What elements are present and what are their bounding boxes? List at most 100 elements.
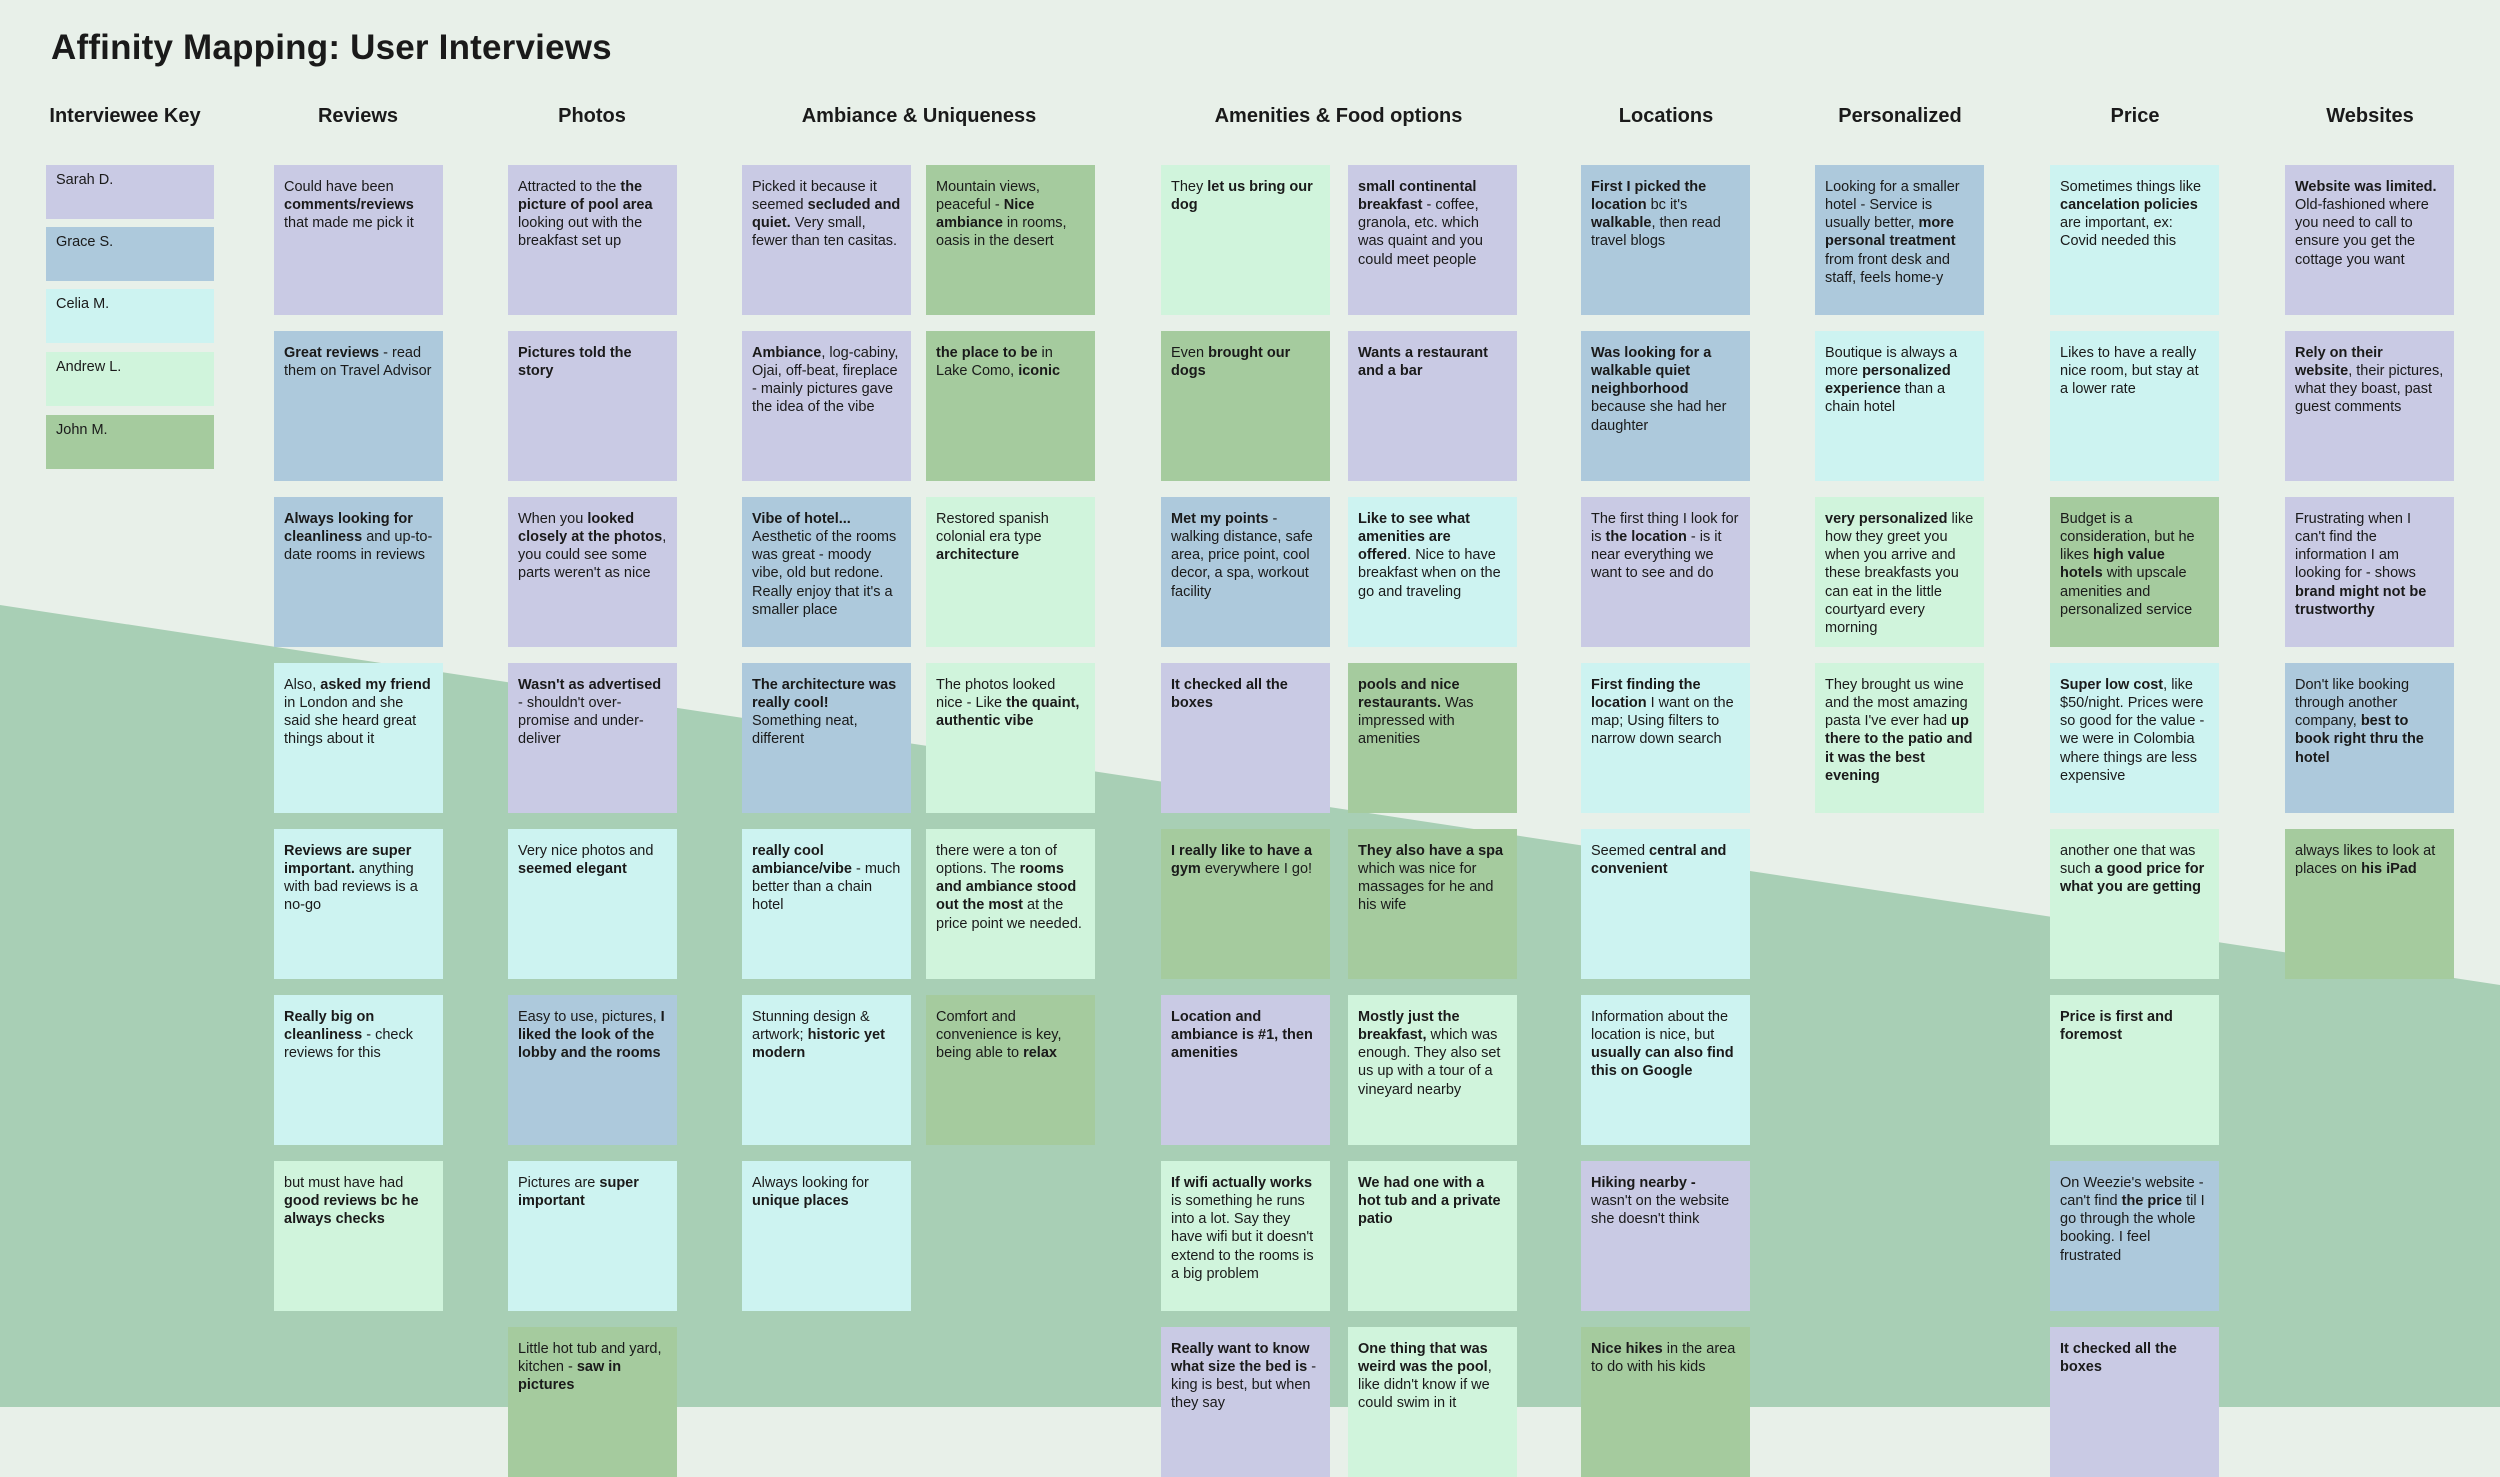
sticky-note-websites[interactable]: Don't like booking through another compa… [2285, 663, 2454, 813]
sticky-note-reviews[interactable]: Always looking for cleanliness and up-to… [274, 497, 443, 647]
sticky-note-ambiance[interactable]: there were a ton of options. The rooms a… [926, 829, 1095, 979]
sticky-note-reviews[interactable]: but must have had good reviews bc he alw… [274, 1161, 443, 1311]
sticky-note-photos[interactable]: Very nice photos and seemed elegant [508, 829, 677, 979]
note-text: that made me pick it [284, 215, 414, 232]
sticky-note-reviews[interactable]: Reviews are super important. anything wi… [274, 829, 443, 979]
note-text-bold: up there to the patio and it was the bes… [1825, 713, 1973, 784]
column-header-websites: Websites [2326, 105, 2414, 127]
sticky-note-reviews[interactable]: Also, asked my friend in London and she … [274, 663, 443, 813]
sticky-note-photos[interactable]: Wasn't as advertised - shouldn't over-pr… [508, 663, 677, 813]
sticky-note-locations[interactable]: Hiking nearby - wasn't on the website sh… [1581, 1161, 1750, 1311]
sticky-note-amenities[interactable]: I really like to have a gym everywhere I… [1161, 829, 1330, 979]
sticky-note-locations[interactable]: First I picked the location bc it's walk… [1581, 165, 1750, 315]
note-text-bold: Rely on their website [2295, 345, 2383, 380]
note-text-bold: let us bring our dog [1171, 179, 1313, 214]
sticky-note-price[interactable]: Sometimes things like cancelation polici… [2050, 165, 2219, 315]
sticky-note-personalized[interactable]: very personalized like how they greet yo… [1815, 497, 1984, 647]
sticky-note-photos[interactable]: When you looked closely at the photos, y… [508, 497, 677, 647]
sticky-note-price[interactable]: Budget is a consideration, but he likes … [2050, 497, 2219, 647]
note-text-bold: the place to be [936, 345, 1038, 361]
note-text: Very small, fewer than ten casitas. [752, 215, 898, 250]
sticky-note-websites[interactable]: Website was limited. Old-fashioned where… [2285, 165, 2454, 315]
sticky-note-ambiance[interactable]: Restored spanish colonial era type archi… [926, 497, 1095, 647]
sticky-note-locations[interactable]: First finding the location I want on the… [1581, 663, 1750, 813]
sticky-note-price[interactable]: On Weezie's website - can't find the pri… [2050, 1161, 2219, 1311]
note-text-bold: small continental breakfast [1358, 179, 1477, 214]
sticky-note-price[interactable]: Likes to have a really nice room, but st… [2050, 331, 2219, 481]
note-text: Always looking for [752, 1175, 869, 1191]
sticky-note-amenities[interactable]: They also have a spa which was nice for … [1348, 829, 1517, 979]
sticky-note-ambiance[interactable]: Vibe of hotel... Aesthetic of the rooms … [742, 497, 911, 647]
note-text: Also, [284, 677, 321, 693]
sticky-note-ambiance[interactable]: Stunning design & artwork; historic yet … [742, 995, 911, 1145]
sticky-note-websites[interactable]: Frustrating when I can't find the inform… [2285, 497, 2454, 647]
sticky-note-ambiance[interactable]: Comfort and convenience is key, being ab… [926, 995, 1095, 1145]
note-text: Picked it because it seemed [752, 179, 877, 214]
sticky-note-price[interactable]: Super low cost, like $50/night. Prices w… [2050, 663, 2219, 813]
sticky-note-amenities[interactable]: Wants a restaurant and a bar [1348, 331, 1517, 481]
sticky-note-reviews[interactable]: Really big on cleanliness - check review… [274, 995, 443, 1145]
sticky-note-amenities[interactable]: Even brought our dogs [1161, 331, 1330, 481]
sticky-note-personalized[interactable]: They brought us wine and the most amazin… [1815, 663, 1984, 813]
sticky-note-price[interactable]: Price is first and foremost [2050, 995, 2219, 1145]
sticky-note-amenities[interactable]: Like to see what amenities are offered. … [1348, 497, 1517, 647]
sticky-note-amenities[interactable]: It checked all the boxes [1161, 663, 1330, 813]
sticky-note-amenities[interactable]: One thing that was weird was the pool, l… [1348, 1327, 1517, 1477]
note-text-bold: Great reviews [284, 345, 380, 361]
sticky-note-amenities[interactable]: If wifi actually works is something he r… [1161, 1161, 1330, 1311]
column-header-amenities: Amenities & Food options [1214, 105, 1463, 127]
sticky-note-amenities[interactable]: Met my points - walking distance, safe a… [1161, 497, 1330, 647]
note-text: in London and she said she heard great t… [284, 695, 417, 748]
note-text: in the area to do with his kids [1591, 1341, 1736, 1376]
sticky-note-ambiance[interactable]: the place to be in Lake Como, iconic [926, 331, 1095, 481]
note-text-bold: walkable [1591, 215, 1652, 232]
sticky-note-personalized[interactable]: Looking for a smaller hotel - Service is… [1815, 165, 1984, 315]
sticky-note-photos[interactable]: Little hot tub and yard, kitchen - saw i… [508, 1327, 677, 1477]
key-john[interactable]: John M. [46, 415, 214, 469]
note-text-bold: relax [1023, 1045, 1057, 1062]
sticky-note-locations[interactable]: Seemed central and convenient [1581, 829, 1750, 979]
note-text: Even [1171, 345, 1209, 361]
sticky-note-amenities[interactable]: pools and nice restaurants. Was impresse… [1348, 663, 1517, 813]
key-sarah[interactable]: Sarah D. [46, 165, 214, 219]
sticky-note-locations[interactable]: The first thing I look for is the locati… [1581, 497, 1750, 647]
note-text: Information about the location is nice, … [1591, 1009, 1729, 1044]
note-text-bold: Wasn't as advertised [518, 677, 662, 693]
sticky-note-reviews[interactable]: Could have been comments/reviews that ma… [274, 165, 443, 315]
sticky-note-ambiance[interactable]: Mountain views, peaceful - Nice ambiance… [926, 165, 1095, 315]
key-celia[interactable]: Celia M. [46, 289, 214, 343]
sticky-note-websites[interactable]: always likes to look at places on his iP… [2285, 829, 2454, 979]
sticky-note-ambiance[interactable]: Picked it because it seemed secluded and… [742, 165, 911, 315]
sticky-note-locations[interactable]: Nice hikes in the area to do with his ki… [1581, 1327, 1750, 1477]
sticky-note-amenities[interactable]: Really want to know what size the bed is… [1161, 1327, 1330, 1477]
sticky-note-ambiance[interactable]: The photos looked nice - Like the quaint… [926, 663, 1095, 813]
sticky-note-price[interactable]: It checked all the boxes [2050, 1327, 2219, 1477]
sticky-note-locations[interactable]: Information about the location is nice, … [1581, 995, 1750, 1145]
note-text-bold: Really want to know what size the bed is [1171, 1341, 1310, 1376]
note-text: which was enough. They also set us up wi… [1358, 1027, 1501, 1098]
sticky-note-amenities[interactable]: small continental breakfast - coffee, gr… [1348, 165, 1517, 315]
note-text-bold: Pictures told the story [518, 345, 632, 380]
sticky-note-ambiance[interactable]: The architecture was really cool! Someth… [742, 663, 911, 813]
sticky-note-ambiance[interactable]: really cool ambiance/vibe - much better … [742, 829, 911, 979]
sticky-note-amenities[interactable]: They let us bring our dog [1161, 165, 1330, 315]
sticky-note-amenities[interactable]: We had one with a hot tub and a private … [1348, 1161, 1517, 1311]
sticky-note-personalized[interactable]: Boutique is always a more personalized e… [1815, 331, 1984, 481]
sticky-note-photos[interactable]: Attracted to the the picture of pool are… [508, 165, 677, 315]
sticky-note-websites[interactable]: Rely on their website, their pictures, w… [2285, 331, 2454, 481]
sticky-note-amenities[interactable]: Mostly just the breakfast, which was eno… [1348, 995, 1517, 1145]
sticky-note-reviews[interactable]: Great reviews - read them on Travel Advi… [274, 331, 443, 481]
sticky-note-ambiance[interactable]: Ambiance, log-cabiny, Ojai, off-beat, fi… [742, 331, 911, 481]
note-text: Could have been [284, 179, 394, 195]
sticky-note-price[interactable]: another one that was such a good price f… [2050, 829, 2219, 979]
sticky-note-amenities[interactable]: Location and ambiance is #1, then amenit… [1161, 995, 1330, 1145]
sticky-note-photos[interactable]: Pictures told the story [508, 331, 677, 481]
sticky-note-ambiance[interactable]: Always looking for unique places [742, 1161, 911, 1311]
sticky-note-locations[interactable]: Was looking for a walkable quiet neighbo… [1581, 331, 1750, 481]
note-text: When you [518, 511, 588, 527]
sticky-note-photos[interactable]: Easy to use, pictures, I liked the look … [508, 995, 677, 1145]
key-grace[interactable]: Grace S. [46, 227, 214, 281]
note-text-bold: Wants a restaurant and a bar [1358, 345, 1488, 380]
sticky-note-photos[interactable]: Pictures are super important [508, 1161, 677, 1311]
key-andrew[interactable]: Andrew L. [46, 352, 214, 406]
